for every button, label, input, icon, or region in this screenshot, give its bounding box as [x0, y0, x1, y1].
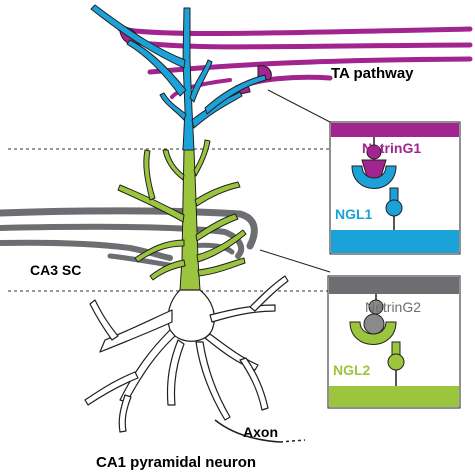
netring2-body: [363, 313, 385, 335]
ngl1-label: NGL1: [335, 206, 373, 222]
apical-branch-left: [126, 39, 187, 97]
basal-dendrite-4: [84, 371, 139, 406]
proximal-branch-l2: [143, 149, 156, 201]
apical-branch-right-3: [189, 59, 213, 103]
inset-top-presynaptic-membrane: [331, 123, 459, 137]
proximal-branch-l4: [149, 259, 186, 281]
soma-and-basal: [84, 275, 289, 433]
apical-branch-right: [191, 91, 243, 129]
proximal-dendrites: [117, 139, 247, 291]
ca3-sc-fibers: [0, 207, 258, 269]
ca3-fiber-3: [0, 239, 173, 261]
inset-bottom-postsynaptic-membrane: [329, 386, 459, 407]
connector-top: [267, 89, 331, 123]
ngl2-lrr-domain: [349, 321, 397, 345]
axon-label: Axon: [243, 424, 278, 440]
ngl1-ig-domain: [385, 199, 403, 217]
netring1-head: [366, 144, 382, 160]
basal-dendrite-9: [209, 304, 276, 323]
soma: [167, 289, 215, 342]
basal-dendrite-8: [239, 357, 269, 411]
ta-fiber-2: [127, 39, 473, 50]
ta-pathway-fibers: [117, 26, 473, 99]
apical-branch-right-2: [204, 74, 267, 115]
basal-dendrite-2: [89, 299, 119, 341]
netring1-label: NetrinG1: [362, 140, 422, 156]
proximal-branch-r2: [195, 213, 239, 242]
proximal-branch-r1: [194, 181, 241, 207]
basal-dendrite-1: [99, 309, 173, 353]
apical-trunk: [182, 7, 195, 151]
ca3-fiber-1: [0, 207, 258, 250]
proximal-branch-r3: [196, 229, 247, 263]
ngl2-label: NGL2: [333, 362, 371, 378]
proximal-branch-l1: [117, 184, 185, 223]
apical-dendrites: [90, 4, 267, 151]
basal-dendrite-5: [118, 394, 132, 433]
inset-bottom: [327, 275, 461, 409]
basal-dendrite-6: [166, 339, 185, 406]
netring2-label: NetrinG2: [365, 299, 422, 315]
proximal-branch-r4: [197, 257, 246, 277]
apical-branch-left-3: [159, 92, 187, 121]
ta-fiber-1: [117, 26, 473, 37]
ngl2-ig-domain: [387, 353, 405, 371]
proximal-branch-r5: [193, 139, 211, 177]
ca3-sc-label: CA3 SC: [30, 262, 82, 278]
ta-pathway-label: TA pathway: [331, 65, 414, 82]
ca1-neuron-label: CA1 pyramidal neuron: [96, 454, 257, 471]
ngl1-lrr-domain: [351, 165, 397, 189]
ta-fiber-5: [170, 78, 232, 99]
axon-dashes: [279, 439, 306, 443]
connector-bottom: [259, 249, 331, 273]
basal-dendrite-11: [195, 341, 231, 421]
ta-fiber-3: [147, 56, 473, 75]
inset-top: [329, 121, 461, 255]
inset-top-postsynaptic-membrane: [331, 230, 459, 253]
proximal-branch-l3: [134, 239, 185, 263]
basal-dendrite-10: [249, 275, 289, 312]
apical-branch-left-2: [90, 4, 186, 69]
proximal-branch-l5: [162, 149, 185, 181]
axon: [214, 419, 281, 443]
inset-bottom-presynaptic-membrane: [329, 277, 459, 294]
